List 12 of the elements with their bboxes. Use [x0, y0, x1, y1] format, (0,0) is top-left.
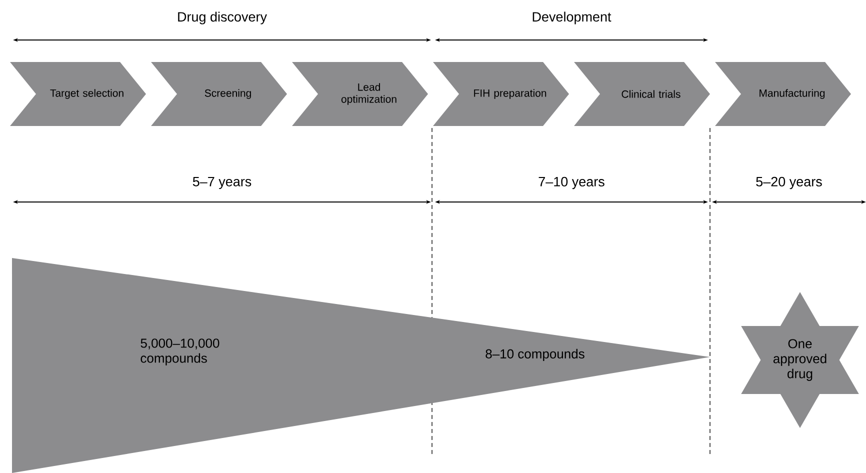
funnel-triangle: 5,000–10,000 compounds 8–10 compounds	[12, 258, 710, 473]
process-step: FIH preparation	[433, 62, 569, 126]
process-step: Screening	[151, 62, 287, 126]
dimension-label: Drug discovery	[178, 12, 267, 24]
dimension-label: Development	[532, 12, 612, 24]
process-step: Manufacturing	[715, 62, 851, 126]
dimension-label: 5–7 years	[192, 176, 252, 190]
dimension-label: 7–10 years	[538, 176, 604, 190]
dimension-label: 5–20 years	[756, 176, 822, 190]
process-step: Target selection	[10, 62, 146, 126]
process-step: Lead optimization	[292, 62, 428, 126]
process-step: Clinical trials	[574, 62, 710, 126]
